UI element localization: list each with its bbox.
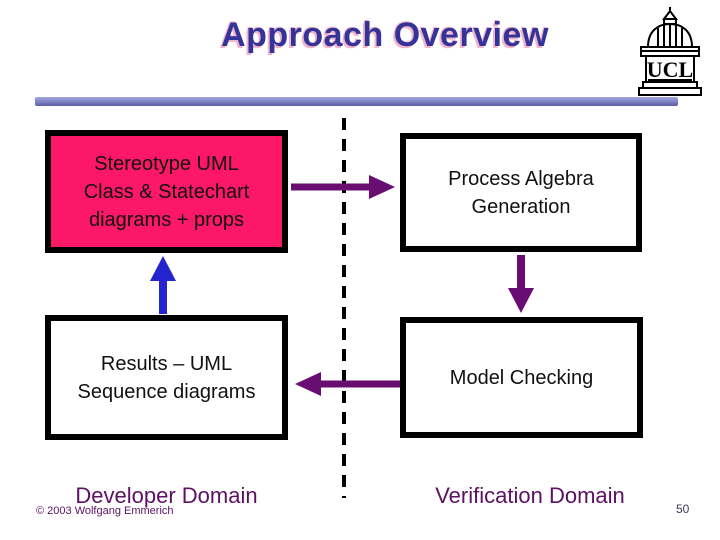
box-line: Model Checking [449, 366, 594, 389]
title-underline-bar [35, 97, 678, 106]
box-results-uml: Results – UML Sequence diagrams [45, 315, 288, 440]
box-line: Process Algebra [448, 167, 594, 190]
developer-domain-label: Developer Domain [75, 483, 258, 508]
box-line: diagrams + props [88, 208, 245, 231]
box-stereotype-uml: Stereotype UML Class & Statechart diagra… [45, 130, 288, 253]
box-line: Sequence diagrams [77, 380, 256, 403]
copyright-text: © 2003 Wolfgang Emmerich [36, 505, 174, 517]
box-line: Class & Statechart [83, 180, 250, 203]
arrow-left-icon [295, 372, 400, 396]
domain-divider-dashed-line [342, 118, 346, 498]
arrow-right-icon [291, 175, 395, 199]
ucl-logo-icon: UCL [638, 7, 702, 96]
arrow-up-icon [150, 256, 176, 314]
ucl-logo-text: UCL [647, 57, 693, 82]
verification-domain-label: Verification Domain [435, 483, 625, 508]
box-line: Results – UML [100, 352, 233, 375]
box-line: Generation [471, 195, 571, 218]
box-process-algebra: Process Algebra Generation [400, 133, 642, 252]
box-line: Stereotype UML [94, 152, 239, 175]
arrow-down-icon [508, 255, 534, 313]
slide-page-number: 50 [676, 502, 690, 516]
box-model-checking: Model Checking [400, 317, 643, 438]
slide-title: Approach Overview [221, 16, 549, 54]
